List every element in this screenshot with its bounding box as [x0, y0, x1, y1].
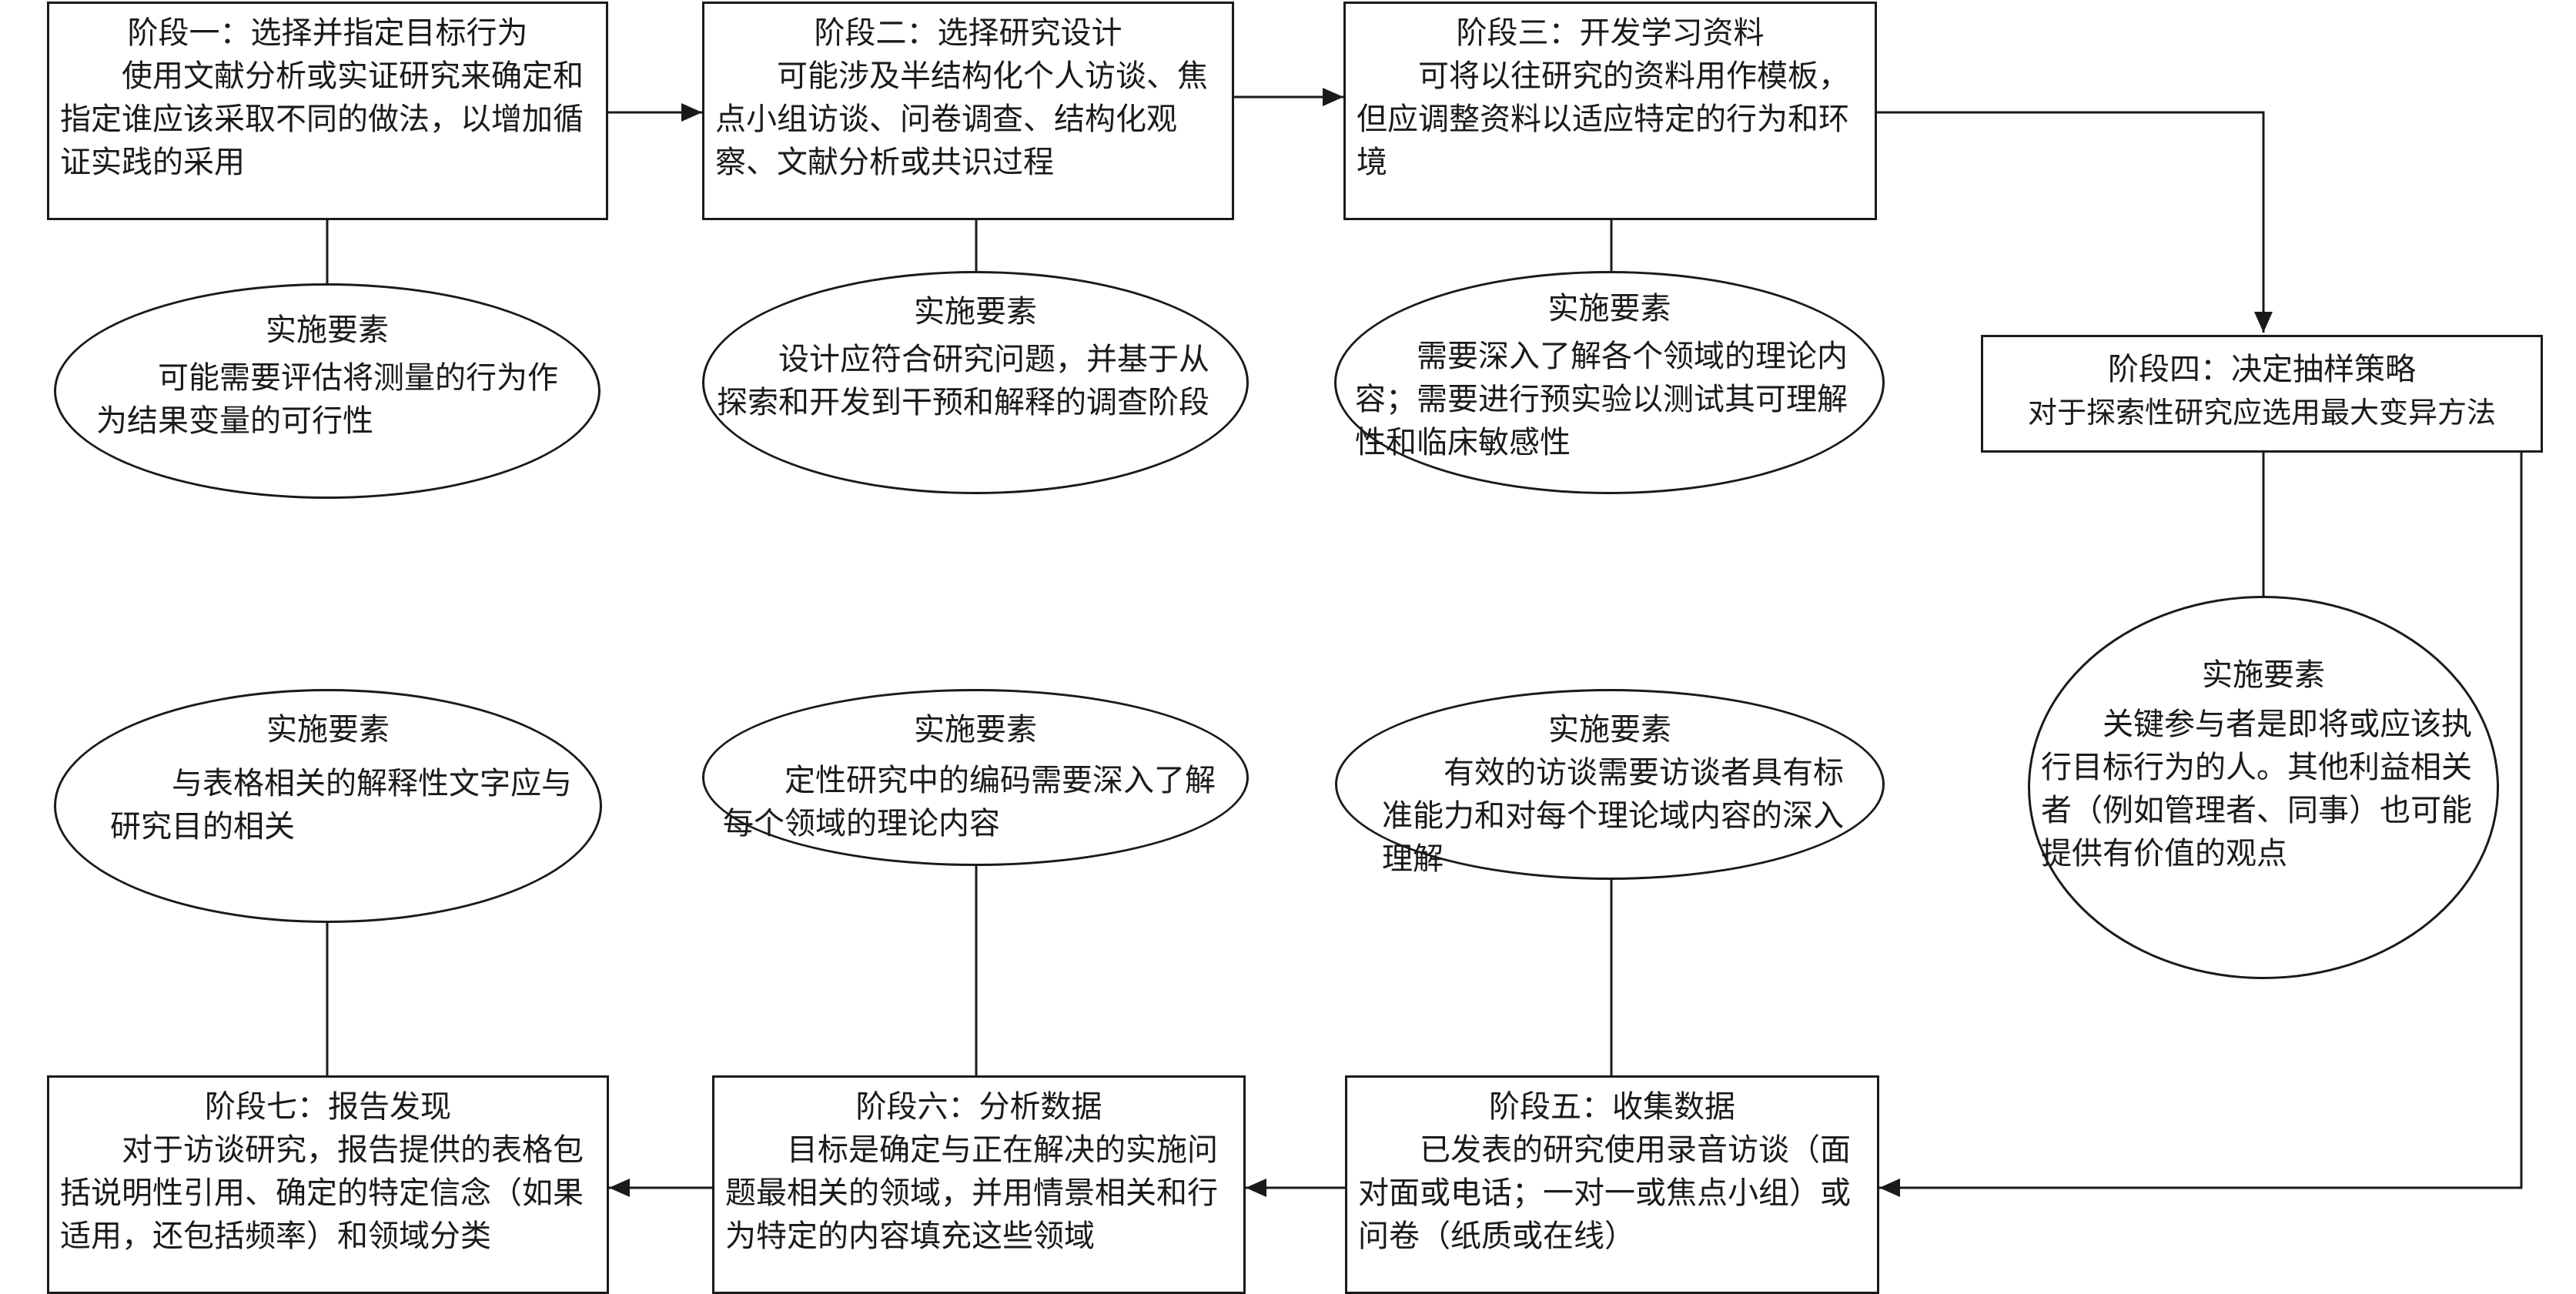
stage-2-body: 可能涉及半结构化个人访谈、焦点小组访谈、问卷调查、结构化观察、文献分析或共识过程 — [715, 59, 1208, 180]
stage-7-body: 对于访谈研究，报告提供的表格包括说明性引用、确定的特定信念（如果适用，还包括频率… — [60, 1132, 584, 1254]
arrow-stage3-to-stage4 — [1877, 111, 2273, 333]
stage-3-box: 阶段三：开发学习资料 可将以往研究的资料用作模板，但应调整资料以适应特定的行为和… — [1343, 2, 1877, 220]
arrow-stage4-to-stage5 — [1879, 453, 2523, 1197]
stage-4-body: 对于探索性研究应选用最大变异方法 — [2027, 396, 2496, 430]
element-6-body: 定性研究中的编码需要深入了解每个领域的理论内容 — [723, 763, 1216, 841]
stage-1-box: 阶段一：选择并指定目标行为 使用文献分析或实证研究来确定和指定谁应该采取不同的做… — [47, 2, 608, 220]
stage-6-box: 阶段六：分析数据 目标是确定与正在解决的实施问题最相关的领域，并用情景相关和行为… — [712, 1075, 1246, 1294]
element-1-body: 可能需要评估将测量的行为作为结果变量的可行性 — [96, 360, 558, 439]
element-5-ellipse: 实施要素 有效的访谈需要访谈者具有标准能力和对每个理论域内容的深入理解 — [1335, 689, 1885, 880]
element-1-title: 实施要素 — [266, 313, 389, 348]
element-3-title: 实施要素 — [1547, 291, 1671, 326]
element-4-body: 关键参与者是即将或应该执行目标行为的人。其他利益相关者（例如管理者、同事）也可能… — [2041, 707, 2472, 871]
element-7-title: 实施要素 — [266, 712, 390, 747]
stage-3-title: 阶段三：开发学习资料 — [1456, 15, 1765, 51]
stage-4-title: 阶段四：决定抽样策略 — [2108, 352, 2416, 387]
element-5-body: 有效的访谈需要访谈者具有标准能力和对每个理论域内容的深入理解 — [1382, 755, 1844, 877]
element-4-ellipse: 实施要素 关键参与者是即将或应该执行目标行为的人。其他利益相关者（例如管理者、同… — [2028, 596, 2499, 979]
stage-4-box: 阶段四：决定抽样策略 对于探索性研究应选用最大变异方法 — [1981, 335, 2543, 453]
element-6-title: 实施要素 — [914, 712, 1037, 747]
stage-7-title: 阶段七：报告发现 — [205, 1089, 451, 1125]
stage-6-title: 阶段六：分析数据 — [855, 1089, 1102, 1125]
stage-5-box: 阶段五：收集数据 已发表的研究使用录音访谈（面对面或电话；一对一或焦点小组）或问… — [1345, 1075, 1879, 1294]
element-2-ellipse: 实施要素 设计应符合研究问题，并基于从探索和开发到干预和解释的调查阶段 — [702, 271, 1249, 494]
element-3-ellipse: 实施要素 需要深入了解各个领域的理论内容；需要进行预实验以测试其可理解性和临床敏… — [1334, 271, 1885, 494]
element-3-body: 需要深入了解各个领域的理论内容；需要进行预实验以测试其可理解性和临床敏感性 — [1355, 339, 1848, 460]
element-4-title: 实施要素 — [2202, 657, 2325, 693]
stage-5-body: 已发表的研究使用录音访谈（面对面或电话；一对一或焦点小组）或问卷（纸质或在线） — [1358, 1132, 1851, 1254]
element-5-title: 实施要素 — [1548, 712, 1671, 747]
stage-3-body: 可将以往研究的资料用作模板，但应调整资料以适应特定的行为和环境 — [1357, 59, 1849, 180]
element-2-title: 实施要素 — [914, 294, 1037, 329]
element-7-body: 与表格相关的解释性文字应与研究目的相关 — [110, 766, 572, 844]
stage-2-title: 阶段二：选择研究设计 — [814, 15, 1122, 51]
stage-7-box: 阶段七：报告发现 对于访谈研究，报告提供的表格包括说明性引用、确定的特定信念（如… — [47, 1075, 609, 1294]
stage-1-title: 阶段一：选择并指定目标行为 — [127, 15, 528, 51]
element-7-ellipse: 实施要素 与表格相关的解释性文字应与研究目的相关 — [54, 689, 602, 923]
element-2-body: 设计应符合研究问题，并基于从探索和开发到干预和解释的调查阶段 — [717, 342, 1209, 420]
element-6-ellipse: 实施要素 定性研究中的编码需要深入了解每个领域的理论内容 — [702, 689, 1249, 866]
stage-2-box: 阶段二：选择研究设计 可能涉及半结构化个人访谈、焦点小组访谈、问卷调查、结构化观… — [702, 2, 1234, 220]
stage-5-title: 阶段五：收集数据 — [1489, 1089, 1735, 1125]
stage-1-body: 使用文献分析或实证研究来确定和指定谁应该采取不同的做法，以增加循证实践的采用 — [60, 59, 584, 180]
element-1-ellipse: 实施要素 可能需要评估将测量的行为作为结果变量的可行性 — [54, 283, 601, 499]
stage-6-body: 目标是确定与正在解决的实施问题最相关的领域，并用情景相关和行为特定的内容填充这些… — [725, 1132, 1218, 1254]
